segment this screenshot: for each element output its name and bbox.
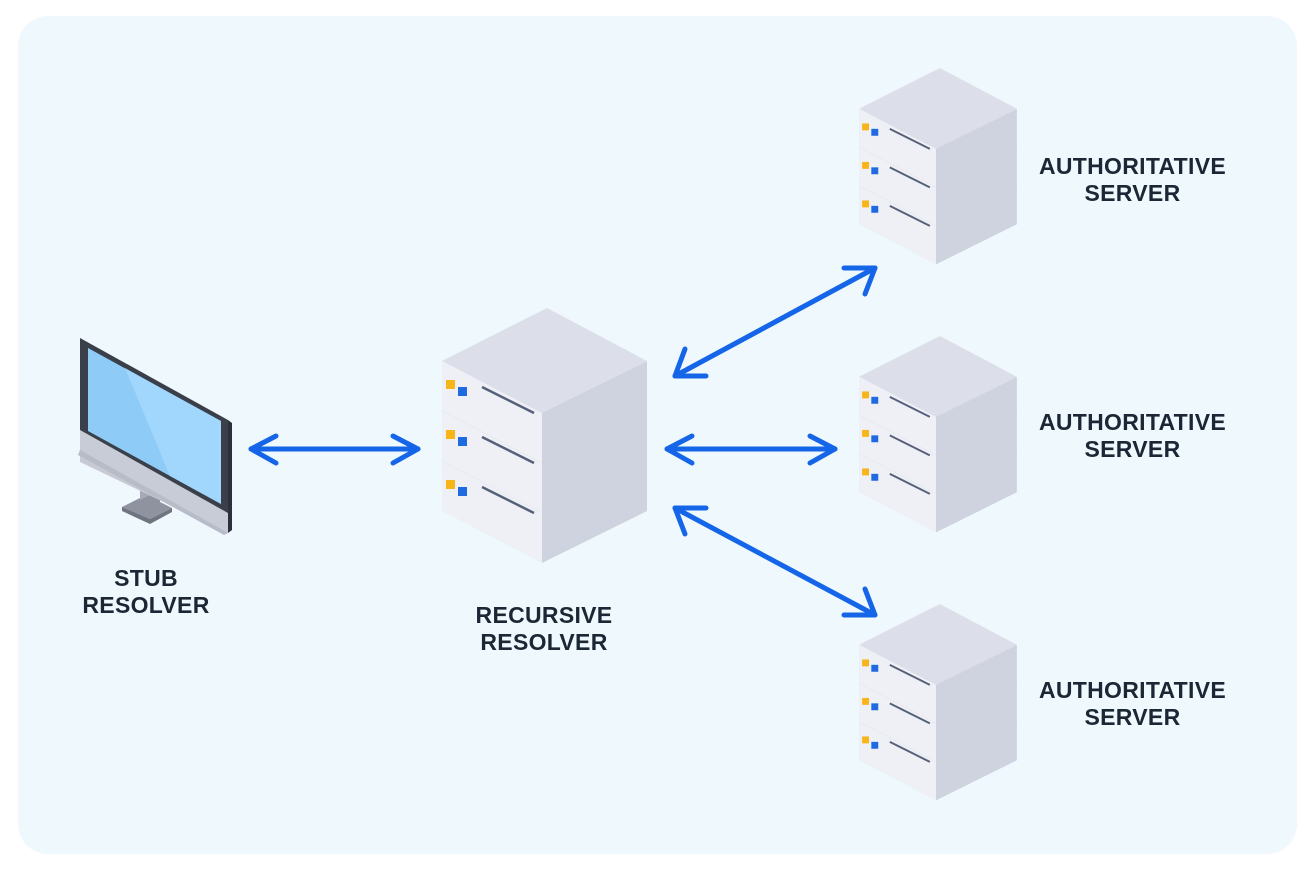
stub-recursive-arrow <box>248 433 421 466</box>
recursive-resolver-server-icon <box>442 308 647 563</box>
recursive-auth-bottom-arrow <box>672 505 878 618</box>
authoritative-server-top-icon <box>859 68 1017 264</box>
recursive-auth-top-arrow <box>672 265 878 379</box>
monitor-icon <box>78 338 232 535</box>
authoritative-server-top-label: AUTHORITATIVE SERVER <box>1038 153 1227 206</box>
authoritative-server-middle-label: AUTHORITATIVE SERVER <box>1038 409 1227 462</box>
authoritative-server-middle-icon <box>859 336 1017 532</box>
authoritative-server-bottom-label: AUTHORITATIVE SERVER <box>1038 677 1227 730</box>
stub-resolver-label: STUB RESOLVER <box>82 565 210 618</box>
recursive-resolver-label: RECURSIVE RESOLVER <box>475 602 613 655</box>
authoritative-server-bottom-icon <box>859 604 1017 800</box>
recursive-auth-middle-arrow <box>664 433 838 466</box>
